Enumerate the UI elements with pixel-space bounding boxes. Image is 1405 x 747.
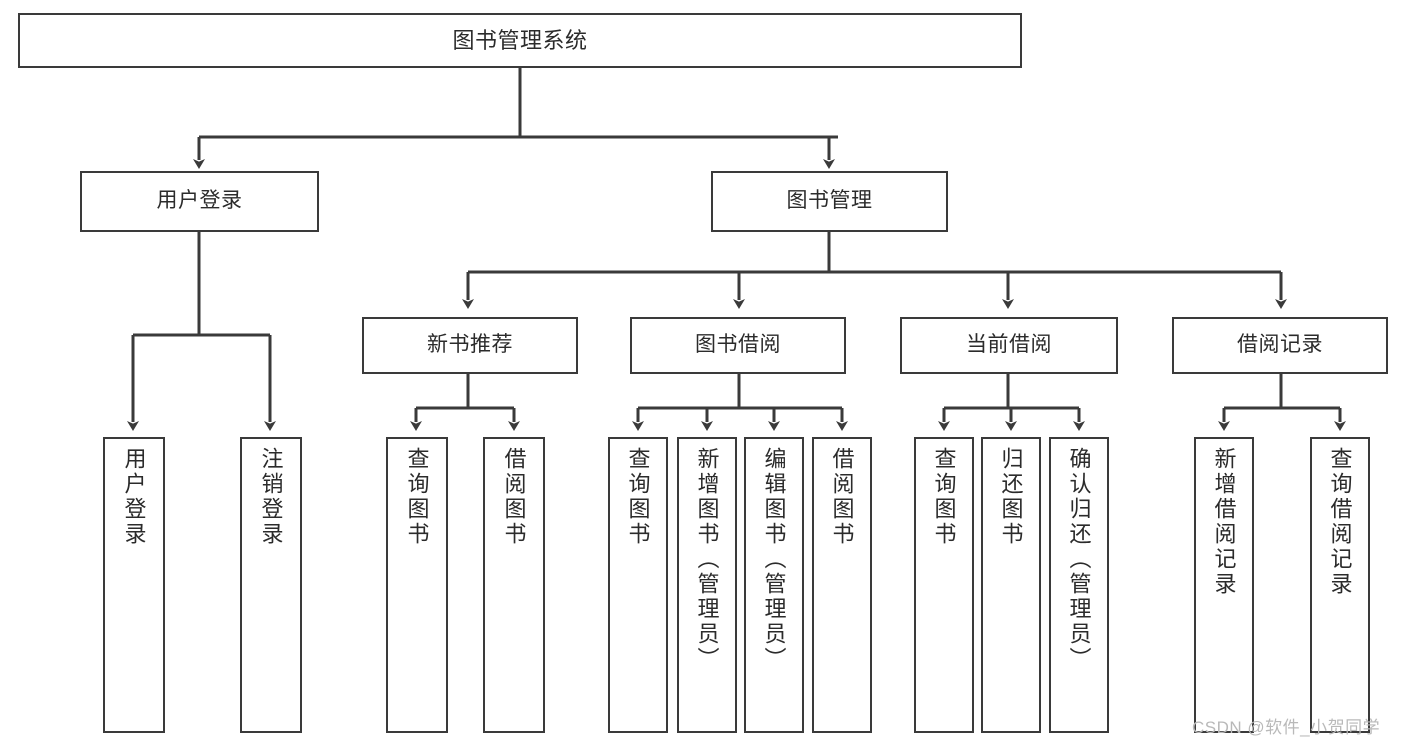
- node-borrow-record-label: 借阅记录: [1237, 333, 1323, 357]
- node-book-manage-label: 图书管理: [786, 189, 873, 213]
- node-leaf-query-book-1[interactable]: 查询图书: [386, 437, 448, 733]
- node-leaf-edit-book[interactable]: 编辑图书（管理员）: [744, 437, 804, 733]
- node-user-login[interactable]: 用户登录: [80, 171, 319, 232]
- node-leaf-return-book[interactable]: 归还图书: [981, 437, 1041, 733]
- node-leaf-borrow-book-2-label: 借阅图书: [829, 447, 855, 547]
- node-leaf-query-record-label: 查询借阅记录: [1327, 447, 1353, 597]
- node-current-borrow[interactable]: 当前借阅: [900, 317, 1118, 374]
- node-leaf-query-book-2[interactable]: 查询图书: [608, 437, 668, 733]
- node-root-label: 图书管理系统: [452, 27, 588, 53]
- node-leaf-borrow-book-2[interactable]: 借阅图书: [812, 437, 872, 733]
- watermark: CSDN @软件_小贺同学: [1192, 718, 1381, 737]
- node-leaf-add-book[interactable]: 新增图书（管理员）: [677, 437, 737, 733]
- node-root[interactable]: 图书管理系统: [18, 13, 1022, 68]
- node-leaf-return-book-label: 归还图书: [998, 447, 1024, 547]
- node-leaf-user-login[interactable]: 用户登录: [103, 437, 165, 733]
- node-leaf-query-book-1-label: 查询图书: [404, 447, 430, 547]
- node-book-borrow-label: 图书借阅: [695, 333, 781, 357]
- node-leaf-confirm-return[interactable]: 确认归还（管理员）: [1049, 437, 1109, 733]
- node-leaf-query-record[interactable]: 查询借阅记录: [1310, 437, 1370, 733]
- node-leaf-borrow-book-1[interactable]: 借阅图书: [483, 437, 545, 733]
- node-book-borrow[interactable]: 图书借阅: [630, 317, 846, 374]
- node-current-borrow-label: 当前借阅: [966, 333, 1052, 357]
- node-leaf-add-record[interactable]: 新增借阅记录: [1194, 437, 1254, 733]
- node-new-book-recommend-label: 新书推荐: [427, 333, 513, 357]
- node-book-manage[interactable]: 图书管理: [711, 171, 948, 232]
- node-leaf-borrow-book-1-label: 借阅图书: [501, 447, 527, 547]
- node-leaf-confirm-return-label: 确认归还（管理员）: [1066, 447, 1092, 672]
- node-leaf-query-book-3[interactable]: 查询图书: [914, 437, 974, 733]
- node-leaf-add-record-label: 新增借阅记录: [1211, 447, 1237, 597]
- node-borrow-record[interactable]: 借阅记录: [1172, 317, 1388, 374]
- node-leaf-query-book-3-label: 查询图书: [931, 447, 957, 547]
- node-leaf-query-book-2-label: 查询图书: [625, 447, 651, 547]
- node-new-book-recommend[interactable]: 新书推荐: [362, 317, 578, 374]
- node-user-login-label: 用户登录: [156, 189, 243, 213]
- node-leaf-add-book-label: 新增图书（管理员）: [694, 447, 720, 672]
- node-leaf-user-logout-label: 注销登录: [258, 447, 284, 547]
- node-leaf-user-logout[interactable]: 注销登录: [240, 437, 302, 733]
- node-leaf-user-login-label: 用户登录: [121, 447, 147, 547]
- node-leaf-edit-book-label: 编辑图书（管理员）: [761, 447, 787, 672]
